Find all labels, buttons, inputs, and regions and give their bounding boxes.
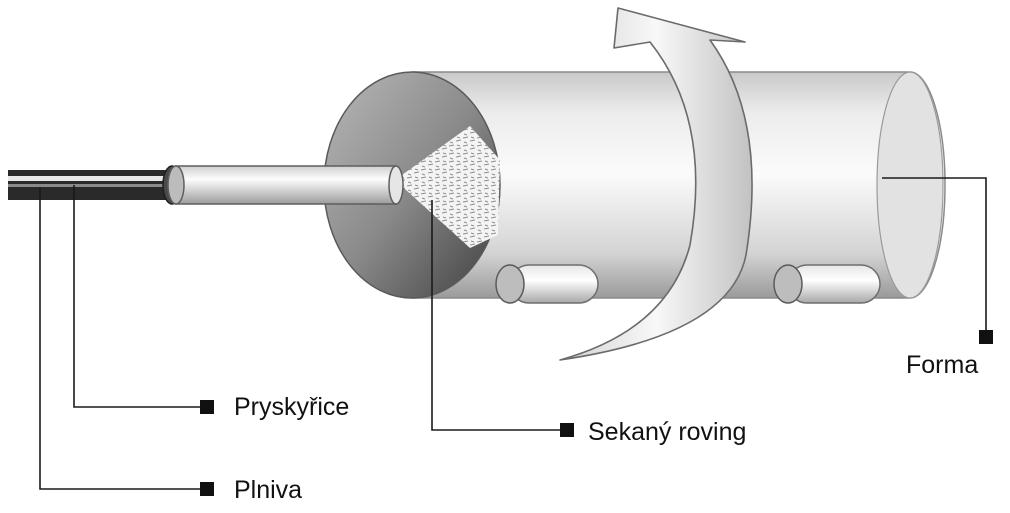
leader-line-mold: [882, 177, 987, 335]
leader-line-resin: [73, 185, 207, 408]
rotation-arrow-icon: [559, 7, 753, 361]
roller-icon: [773, 264, 881, 304]
nozzle-pipe-icon: [8, 165, 404, 205]
marker-mold: [979, 330, 993, 344]
marker-resin: [200, 400, 214, 414]
leader-line-chopped-roving: [431, 200, 566, 431]
roller-icon: [495, 264, 599, 304]
label-resin: Pryskyřice: [234, 393, 349, 421]
spray-cone-icon: [395, 126, 500, 248]
mold-drum: [323, 71, 946, 299]
label-chopped-roving: Sekaný roving: [588, 418, 746, 446]
marker-fillers: [200, 482, 214, 496]
label-mold: Forma: [906, 351, 978, 379]
leader-line-fillers: [39, 188, 207, 490]
marker-chopped-roving: [560, 423, 574, 437]
label-fillers: Plniva: [234, 476, 302, 504]
